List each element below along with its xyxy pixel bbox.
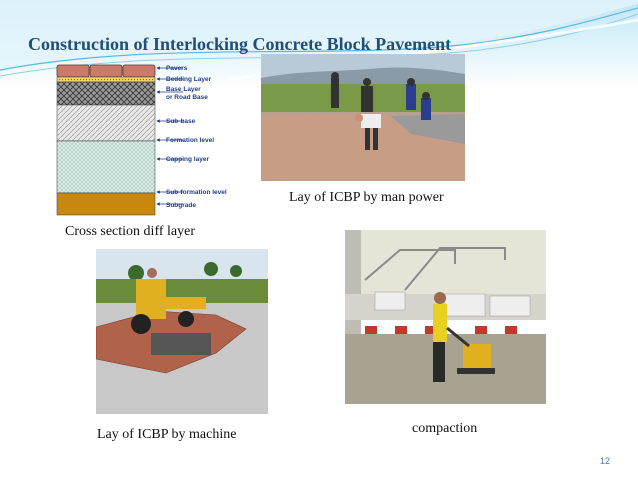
slide-title: Construction of Interlocking Concrete Bl… bbox=[28, 34, 452, 54]
subgrade-layer bbox=[56, 192, 156, 216]
layer-label: Formation level bbox=[166, 137, 214, 144]
layer-label: Sub-base bbox=[166, 118, 196, 125]
machine-photo bbox=[96, 249, 268, 414]
layer-label: or Road Base bbox=[166, 94, 208, 101]
compaction-photo bbox=[345, 230, 546, 404]
pavers-layer bbox=[56, 64, 156, 78]
layer-label: Bedding Layer bbox=[166, 76, 212, 83]
cross-section-caption: Cross section diff layer bbox=[65, 224, 195, 239]
layer-label: Pavers bbox=[166, 65, 188, 72]
page-number: 12 bbox=[599, 456, 610, 466]
man-power-photo bbox=[261, 54, 465, 181]
layer-label: Subgrade bbox=[166, 202, 196, 209]
bedding-layer bbox=[56, 76, 156, 83]
man-power-caption: Lay of ICBP by man power bbox=[289, 190, 444, 205]
compaction-caption: compaction bbox=[412, 421, 478, 436]
layer-label: Sub-formation level bbox=[166, 189, 227, 196]
layer-label: Capping layer bbox=[166, 156, 209, 163]
cross-section-diagram: Pavers Bedding Layer Base Layer or Road … bbox=[56, 64, 227, 216]
layer-label: Base Layer bbox=[166, 86, 201, 93]
machine-caption: Lay of ICBP by machine bbox=[97, 427, 237, 442]
